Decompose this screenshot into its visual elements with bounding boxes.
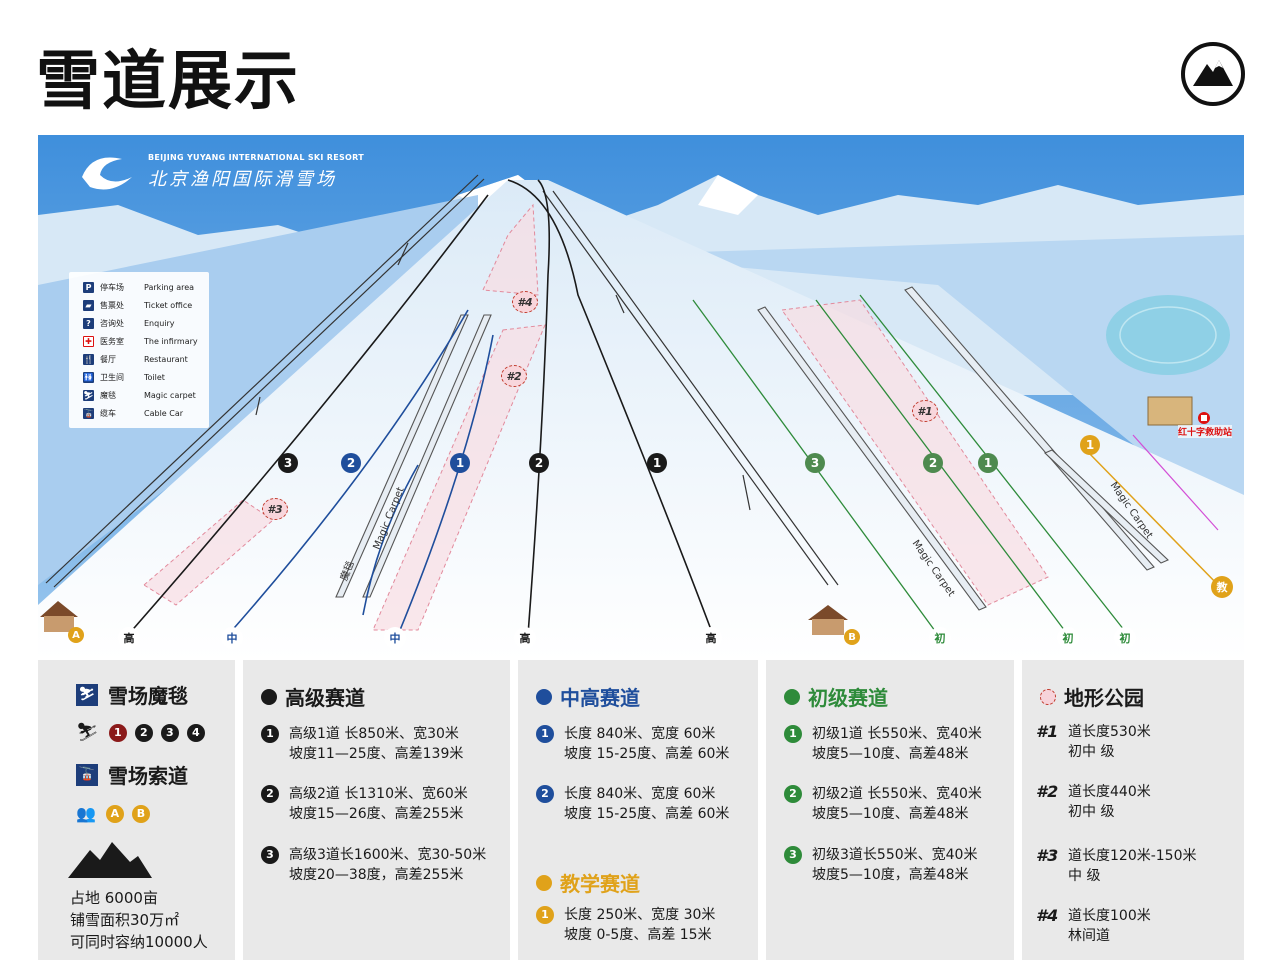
page-title: 雪道展示 [36, 45, 300, 119]
beginner-dot-icon [784, 688, 800, 705]
map-legend: P 停车场 Parking area ▰ 售票处 Ticket office ?… [69, 272, 209, 428]
advanced-run-1-badge: 1 [647, 453, 667, 473]
level-high-marker-2: 高 [514, 627, 536, 649]
advanced-dot-icon [261, 688, 277, 705]
legend-row-cable-car: 🚡 缆车 Cable Car [83, 407, 184, 419]
advanced-entry-2: 2 高级2道 长1310米、宽60米 坡度15—26度、高差255米 [261, 784, 468, 824]
facilities-panel: ⛷ 雪场魔毯 ⛷ 1 2 3 4 🚡 雪场索道 👥 A B 占地 6000亩 铺… [38, 660, 235, 960]
ski-resort-map: BEIJING YUYANG INTERNATIONAL SKI RESORT … [38, 135, 1244, 660]
resort-swirl-logo-icon [82, 157, 132, 190]
parking-icon: P [83, 281, 94, 293]
legend-row-magic-carpet: ⛷ 魔毯 Magic carpet [83, 389, 196, 401]
resort-name-en: BEIJING YUYANG INTERNATIONAL SKI RESORT [148, 153, 364, 162]
beginner-run-1-badge: 1 [978, 453, 998, 473]
beginner-panel: 初级赛道 1 初级1道 长550米、宽40米 坡度5—10度、高差48米 2 初… [766, 660, 1014, 960]
legend-row-ticket: ▰ 售票处 Ticket office [83, 298, 192, 312]
base-b-badge: B [844, 629, 860, 645]
legend-row-toilet: 🚻 卫生间 Toilet [83, 371, 165, 383]
mountain-logo-icon [1181, 42, 1245, 106]
intermediate-panel: 中高赛道 1 长度 840米、宽度 60米 坡度 15-25度、高差 60米 2… [518, 660, 758, 960]
teaching-heading: 教学赛道 [536, 868, 640, 897]
toilet-icon: 🚻 [83, 371, 94, 383]
beginner-run-3-badge: 3 [805, 453, 825, 473]
restaurant-icon: 🍴 [83, 353, 94, 365]
advanced-panel: 高级赛道 1 高级1道 长850米、宽30米 坡度11—25度、高差139米 2… [243, 660, 510, 960]
intermediate-entry-2: 2 长度 840米、宽度 60米 坡度 15-25度、高差 60米 [536, 784, 729, 824]
level-teach-marker: 教 [1211, 576, 1233, 598]
skier-icon: ⛷ [76, 722, 99, 743]
terrain-park-2-badge: #2 [501, 365, 527, 387]
enquiry-icon: ? [83, 317, 94, 329]
magic-carpet-icon: ⛷ [76, 683, 98, 706]
cable-car-letter-row: 👥 A B [76, 804, 158, 823]
infirmary-icon: ✚ [83, 335, 94, 347]
magic-carpet-icon: ⛷ [83, 389, 94, 401]
legend-row-parking: P 停车场 Parking area [83, 280, 194, 294]
level-beg-marker-3: 初 [1114, 627, 1136, 649]
cable-car-icon: 🚡 [76, 763, 98, 786]
advanced-run-3-badge: 3 [278, 453, 298, 473]
level-beg-marker-2: 初 [1057, 627, 1079, 649]
legend-row-infirmary: ✚ 医务室 The infirmary [83, 334, 198, 348]
level-mid-marker-2: 中 [384, 627, 406, 649]
advanced-entry-1: 1 高级1道 长850米、宽30米 坡度11—25度、高差139米 [261, 724, 463, 764]
legend-row-enquiry: ? 咨询处 Enquiry [83, 316, 175, 330]
level-beg-marker-1: 初 [929, 627, 951, 649]
intermediate-heading: 中高赛道 [536, 682, 640, 711]
base-a-badge: A [68, 627, 84, 643]
advanced-run-2-badge: 2 [529, 453, 549, 473]
teaching-run-1-badge: 1 [1080, 435, 1100, 455]
intermediate-dot-icon [536, 688, 552, 705]
magic-carpet-heading: ⛷ 雪场魔毯 [76, 680, 188, 709]
beginner-entry-1: 1 初级1道 长550米、宽40米 坡度5—10度、高差48米 [784, 724, 982, 764]
terrain-park-entry-4: #4 道长度100米 林间道 [1036, 906, 1151, 944]
beginner-entry-3: 3 初级3道长550米、宽40米 坡度5—10度，高差48米 [784, 845, 977, 885]
terrain-park-4-badge: #4 [512, 291, 538, 313]
advanced-entry-3: 3 高级3道长1600米、宽30-50米 坡度20—38度，高差255米 [261, 845, 486, 885]
advanced-heading: 高级赛道 [261, 682, 365, 711]
cable-car-icon: 🚡 [83, 407, 94, 419]
level-high-marker-3: 高 [700, 627, 722, 649]
level-mid-marker-1: 中 [221, 627, 243, 649]
intermediate-run-2-badge: 2 [341, 453, 361, 473]
mountain-icon [68, 842, 152, 878]
terrain-park-heading: 地形公园 [1040, 682, 1144, 711]
magic-carpet-number-row: ⛷ 1 2 3 4 [76, 722, 213, 743]
resort-name-zh: 北京渔阳国际滑雪场 [148, 169, 337, 190]
cable-car-heading: 🚡 雪场索道 [76, 760, 188, 789]
terrain-park-1-badge: #1 [912, 400, 938, 422]
level-high-marker-1: 高 [118, 627, 140, 649]
ticket-icon: ▰ [83, 299, 94, 311]
legend-row-restaurant: 🍴 餐厅 Restaurant [83, 353, 188, 365]
teaching-entry-1: 1 长度 250米、宽度 30米 坡度 0-5度、高差 15米 [536, 905, 715, 945]
intermediate-entry-1: 1 长度 840米、宽度 60米 坡度 15-25度、高差 60米 [536, 724, 729, 764]
terrain-park-panel: 地形公园 #1 道长度530米 初中 级 #2 道长度440米 初中 级 #3 … [1022, 660, 1244, 960]
beginner-entry-2: 2 初级2道 长550米、宽40米 坡度5—10度、高差48米 [784, 784, 982, 824]
terrain-park-entry-2: #2 道长度440米 初中 级 [1036, 782, 1151, 820]
resort-stats: 占地 6000亩 铺雪面积30万㎡ 可同时容纳10000人 [70, 889, 208, 951]
terrain-park-3-badge: #3 [262, 498, 288, 520]
beginner-heading: 初级赛道 [784, 682, 888, 711]
terrain-park-entry-1: #1 道长度530米 初中 级 [1036, 722, 1151, 760]
people-icon: 👥 [76, 804, 96, 823]
intermediate-run-1-badge: 1 [450, 453, 470, 473]
terrain-park-entry-3: #3 道长度120米-150米 中 级 [1036, 846, 1197, 884]
red-cross-station-label: 红十字救助站 [1178, 425, 1233, 438]
terrain-park-dot-icon [1040, 688, 1056, 705]
teaching-dot-icon [536, 874, 552, 891]
beginner-run-2-badge: 2 [923, 453, 943, 473]
